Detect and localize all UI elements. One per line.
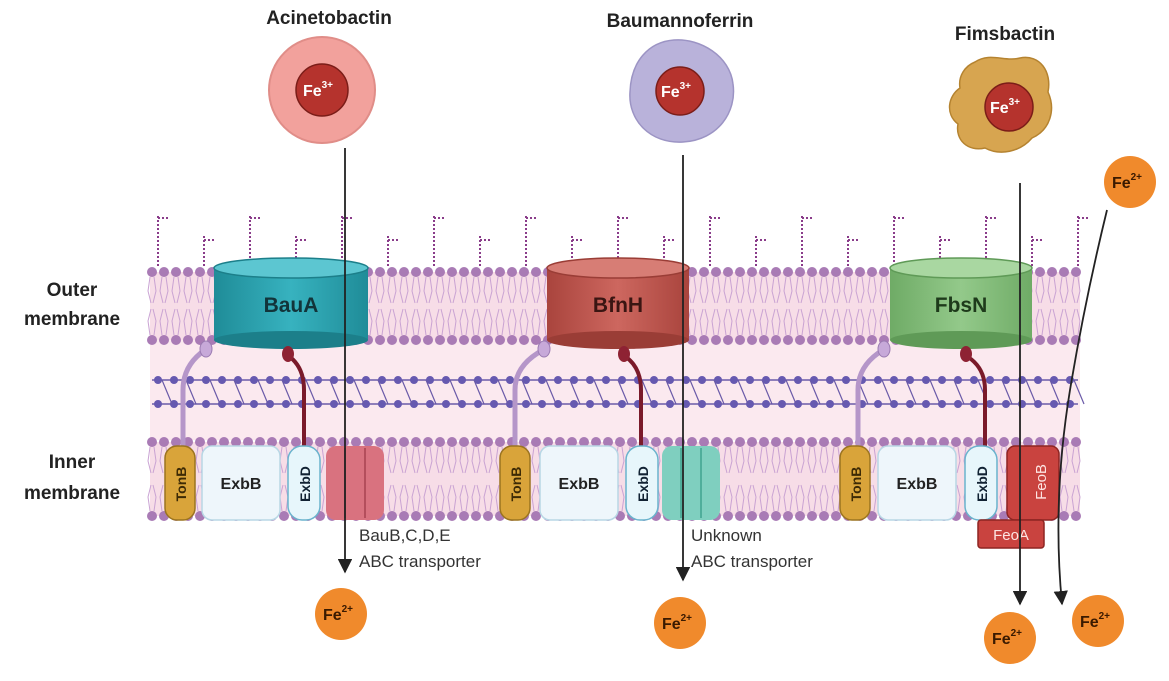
outer-membrane-label-line1: Outer: [47, 280, 98, 301]
siderophore-fimsbactin: Fe3+: [948, 56, 1053, 153]
inner-membrane-label-line2: membrane: [24, 483, 120, 504]
fe2-symbol: Fe2+: [662, 613, 692, 633]
exbd-label: ExbD: [297, 466, 313, 502]
exbd-knob: [282, 346, 294, 362]
fe2-ion-3: Fe2+: [984, 612, 1036, 664]
tonb-complex-1: TonB ExbB ExbD: [164, 445, 321, 521]
siderophore-acinetobactin: Fe3+: [268, 36, 376, 144]
title-acinetobactin: Acinetobactin: [266, 8, 392, 29]
exbd-knob: [618, 346, 630, 362]
fe2-symbol: Fe2+: [323, 604, 353, 624]
exbd-label: ExbD: [635, 466, 651, 502]
fe3-symbol: Fe3+: [990, 97, 1020, 117]
fe2-symbol: Fe2+: [1112, 172, 1142, 192]
receptor-label-bauA: BauA: [264, 294, 319, 317]
tonb-label: TonB: [173, 467, 189, 502]
fe2-ion-2: Fe2+: [654, 597, 706, 649]
fe3-symbol: Fe3+: [661, 81, 691, 101]
inner-membrane-label-line1: Inner: [49, 452, 96, 473]
unknown-abc-transporter: [662, 446, 720, 520]
fe2-symbol: Fe2+: [992, 628, 1022, 648]
fbsN-receptor: FbsN: [889, 257, 1033, 349]
receptor-label-bfnH: BfnH: [593, 294, 643, 317]
tonb-label: TonB: [508, 467, 524, 502]
receptor-label-fbsN: FbsN: [935, 294, 988, 317]
fe2-ion-4: Fe2+: [1072, 595, 1124, 647]
bau-transporter-label-line1: BauB,C,D,E: [359, 526, 451, 545]
tonb-knob: [537, 340, 551, 358]
exbb-label: ExbB: [897, 476, 938, 493]
siderophore-baumannoferrin: Fe3+: [629, 39, 735, 143]
exbd-label: ExbD: [974, 466, 990, 502]
bau-transporter-label-line2: ABC transporter: [359, 552, 481, 571]
tonb-complex-2: TonB ExbB ExbD: [499, 445, 659, 521]
title-fimsbactin: Fimsbactin: [955, 24, 1055, 45]
exbd-knob: [960, 346, 972, 362]
exbb-label: ExbB: [559, 476, 600, 493]
tonb-complex-3: TonB ExbB ExbD: [839, 445, 998, 521]
tonb-knob: [199, 340, 213, 358]
tonb-label: TonB: [848, 467, 864, 502]
feob-label: FeoB: [1033, 464, 1050, 500]
unknown-transporter-label-line2: ABC transporter: [691, 552, 813, 571]
tonb-knob: [877, 340, 891, 358]
title-baumannoferrin: Baumannoferrin: [607, 11, 754, 32]
arrow-feo: [1053, 209, 1108, 606]
fe2-ion-extracellular: Fe2+: [1104, 156, 1156, 208]
transport-arrows: [337, 148, 1108, 606]
fe3-symbol: Fe3+: [303, 80, 333, 100]
bfnH-receptor: BfnH: [546, 257, 690, 349]
fe2-symbol: Fe2+: [1080, 611, 1110, 631]
exbb-label: ExbB: [221, 476, 262, 493]
bau-abc-transporter: [326, 446, 384, 520]
fe2-ion-1: Fe2+: [315, 588, 367, 640]
bauA-receptor: BauA: [213, 257, 369, 349]
exbd-stalks: [288, 355, 987, 448]
peptidoglycan-layer: [152, 376, 1085, 408]
outer-membrane-label-line2: membrane: [24, 309, 120, 330]
feoa-label: FeoA: [993, 527, 1029, 544]
unknown-transporter-label-line1: Unknown: [691, 526, 762, 545]
